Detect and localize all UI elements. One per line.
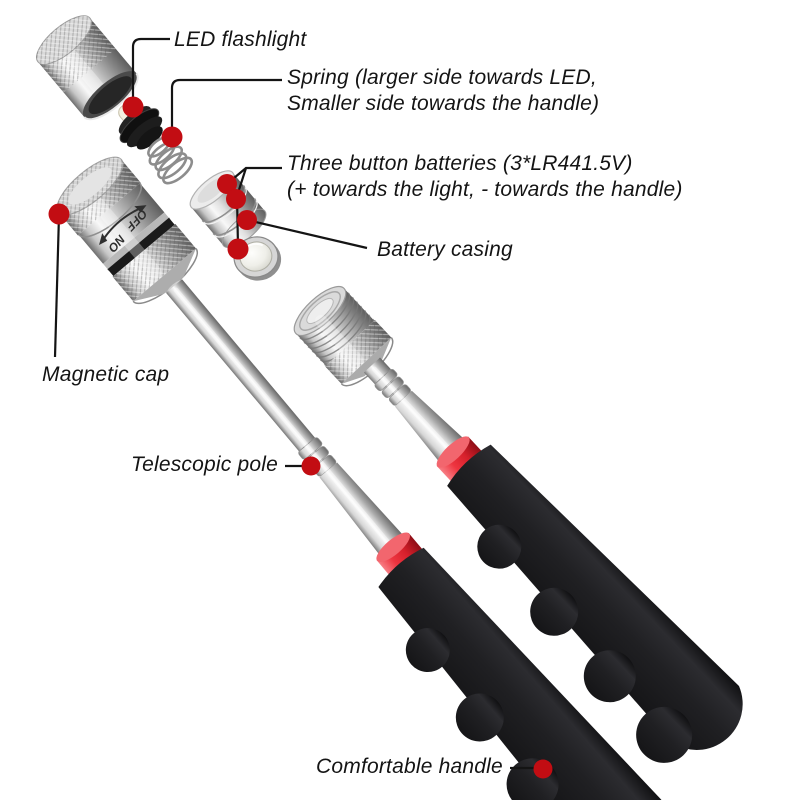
label-led-flashlight: LED flashlight (174, 28, 307, 51)
label-spring-line1: Spring (larger side towards LED, (287, 66, 597, 89)
label-telescopic-pole: Telescopic pole (131, 453, 278, 476)
callout-comfortable-handle (510, 759, 553, 779)
label-batteries: Three button batteries (3*LR441.5V) (+ t… (287, 151, 683, 203)
threaded-head-right (293, 285, 394, 387)
magnetic-cap-head: ON OFF (56, 156, 198, 305)
callout-spring (161, 78, 282, 148)
callout-dot (217, 174, 237, 194)
callout-dot (301, 456, 321, 476)
callout-batteries (217, 166, 282, 260)
callout-line (131, 37, 170, 107)
callout-telescopic-pole (285, 456, 321, 476)
callout-dot (122, 96, 144, 118)
label-comfortable-handle: Comfortable handle (316, 755, 503, 778)
label-batteries-line1: Three button batteries (3*LR441.5V) (287, 152, 633, 175)
telescopic-pole-left (165, 279, 440, 597)
label-spring: Spring (larger side towards LED, Smaller… (287, 65, 599, 117)
led-cap (36, 15, 139, 121)
callout-battery-casing (237, 210, 368, 250)
callout-dot (237, 210, 257, 230)
callout-dot (227, 238, 249, 260)
callout-dot (161, 126, 183, 148)
callout-led-flashlight (122, 37, 170, 118)
label-batteries-line2: (+ towards the light, - towards the hand… (287, 178, 683, 201)
callout-dot (226, 189, 246, 209)
label-magnetic-cap: Magnetic cap (42, 363, 170, 386)
callout-line (53, 214, 61, 358)
callout-dot (48, 203, 70, 225)
callout-line (246, 218, 368, 250)
label-spring-line2: Smaller side towards the handle) (287, 92, 600, 115)
callout-line (170, 78, 282, 136)
callout-dot (533, 759, 553, 779)
foam-handle-right (447, 444, 743, 763)
label-battery-casing: Battery casing (377, 238, 513, 261)
callout-magnetic-cap (48, 203, 70, 358)
